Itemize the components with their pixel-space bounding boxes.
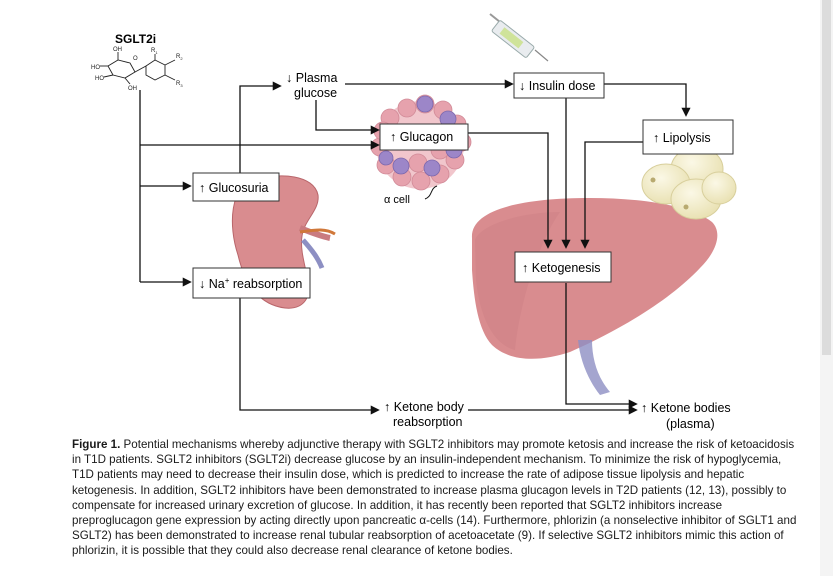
fat-cells-illustration (641, 146, 737, 220)
svg-text:HO: HO (95, 76, 104, 82)
node-plasma-glucose: ↓ Plasma glucose (286, 71, 337, 100)
svg-text:↑ Lipolysis: ↑ Lipolysis (653, 131, 711, 145)
node-ketogenesis: ↑ Ketogenesis (514, 251, 612, 283)
node-ketone-bodies-plasma: ↑ Ketone bodies (plasma) (641, 401, 731, 431)
scrollbar-thumb[interactable] (822, 0, 831, 355)
svg-text:O: O (133, 56, 138, 62)
liver-illustration (471, 198, 718, 395)
svg-text:↑ Glucosuria: ↑ Glucosuria (199, 181, 269, 195)
svg-text:↓ Plasma: ↓ Plasma (286, 71, 337, 85)
caption-text: Potential mechanisms whereby adjunctive … (72, 438, 797, 558)
svg-text:reabsorption: reabsorption (393, 415, 463, 429)
svg-text:R3: R3 (176, 81, 183, 88)
node-lipolysis: ↑ Lipolysis (642, 119, 734, 155)
svg-text:OH: OH (113, 47, 122, 53)
caption-label: Figure 1. (72, 438, 121, 451)
sglt2i-structure: SGLT2i OH HO HO OH O R1 R2 R3 (91, 32, 183, 92)
svg-text:↑ Ketone body: ↑ Ketone body (384, 400, 465, 414)
node-insulin-dose: ↓ Insulin dose (513, 72, 605, 99)
svg-text:↑ Ketone bodies: ↑ Ketone bodies (641, 401, 731, 415)
figure-caption: Figure 1. Potential mechanisms whereby a… (72, 437, 802, 559)
svg-text:HO: HO (91, 65, 100, 71)
node-glucosuria: ↑ Glucosuria (192, 172, 280, 202)
svg-text:R2: R2 (176, 54, 183, 61)
svg-text:↓ Na+ reabsorption: ↓ Na+ reabsorption (199, 276, 302, 291)
svg-text:(plasma): (plasma) (666, 417, 715, 431)
node-na-reabsorption: ↓ Na+ reabsorption (192, 267, 311, 299)
svg-text:↑ Ketogenesis: ↑ Ketogenesis (522, 261, 601, 275)
figure-diagram: SGLT2i OH HO HO OH O R1 R2 R3 (91, 13, 737, 431)
svg-text:↓ Insulin dose: ↓ Insulin dose (519, 79, 595, 93)
svg-text:OH: OH (128, 86, 137, 92)
svg-text:↑ Glucagon: ↑ Glucagon (390, 130, 453, 144)
svg-text:glucose: glucose (294, 86, 337, 100)
connector-arrows (139, 79, 691, 415)
syringe-illustration (489, 13, 549, 62)
svg-text:R1: R1 (151, 48, 158, 55)
node-glucagon: ↑ Glucagon (379, 123, 469, 151)
node-ketone-body-reabsorption: ↑ Ketone body reabsorption (384, 400, 465, 429)
alpha-cell-label: α cell (384, 194, 410, 206)
sglt2i-label: SGLT2i (115, 32, 156, 46)
